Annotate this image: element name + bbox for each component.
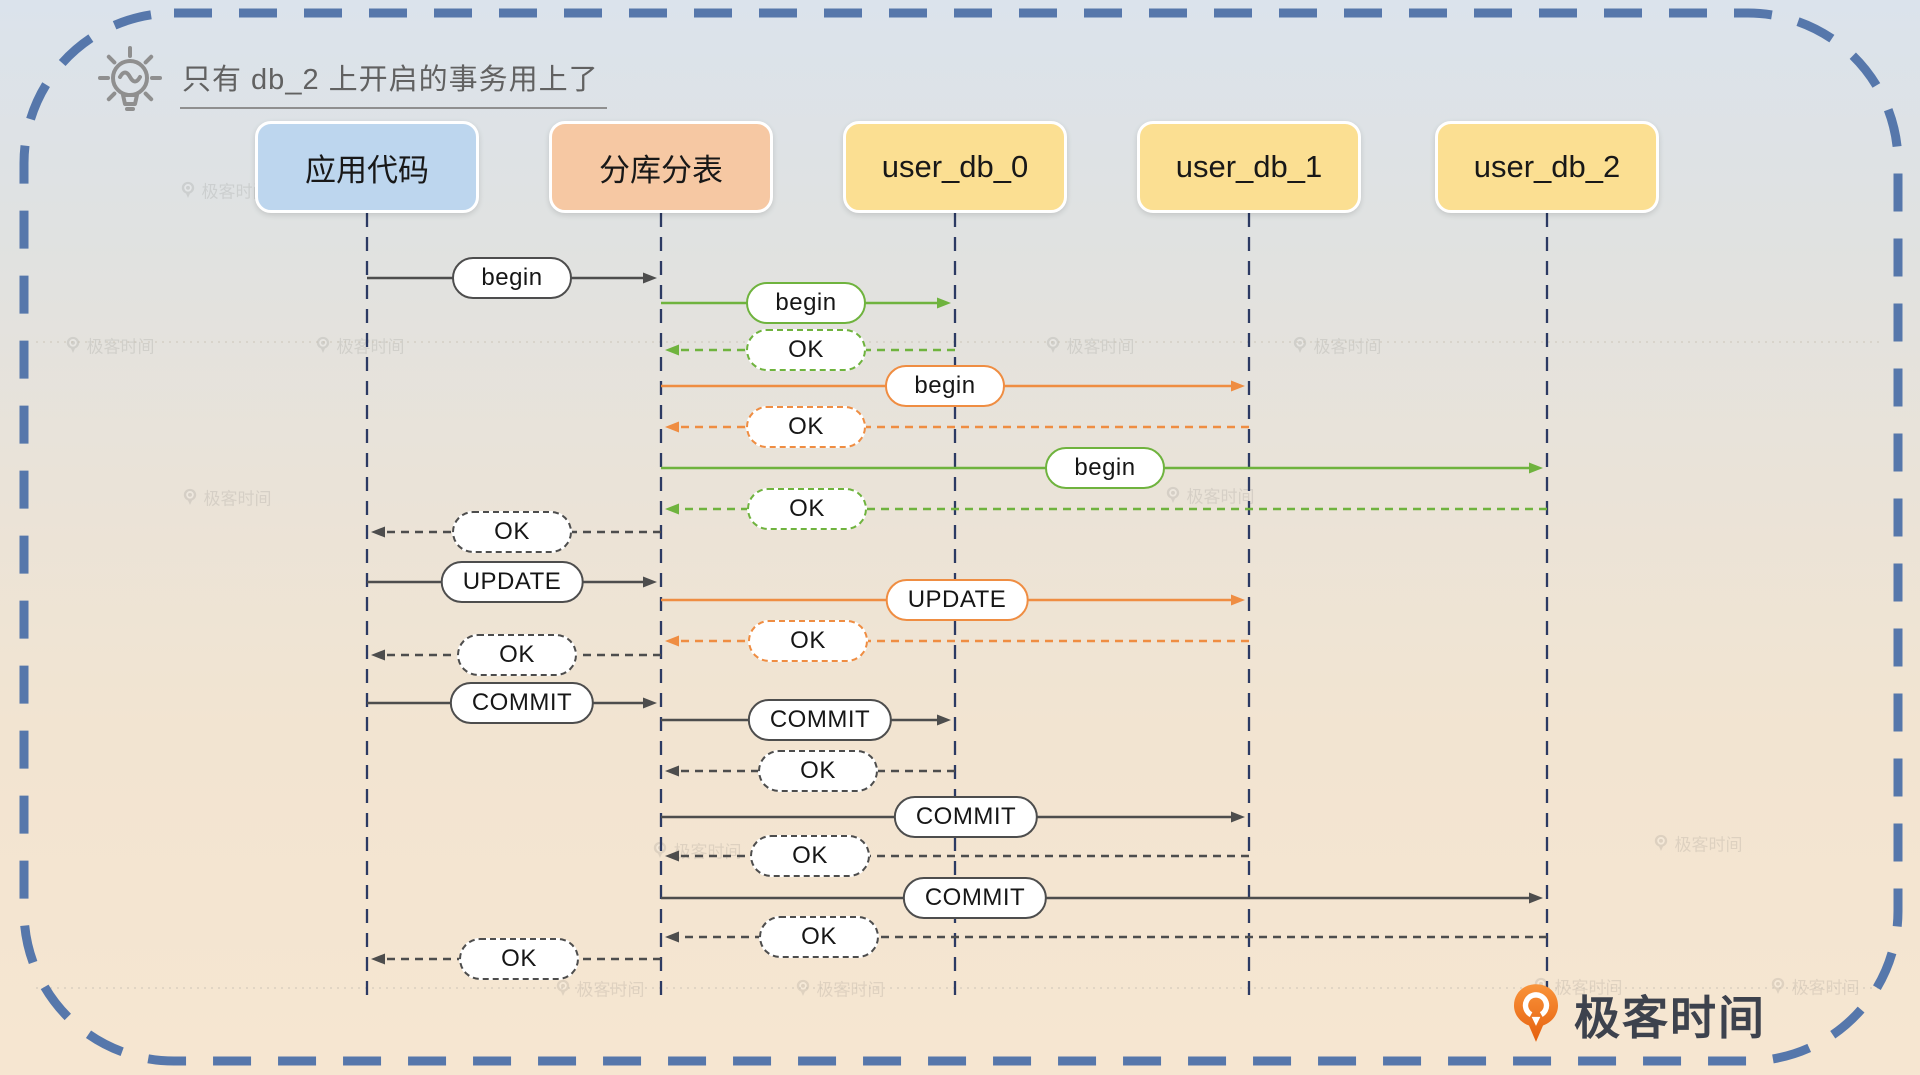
message-label-6-begin: begin (1045, 447, 1165, 489)
participant-box-user-db-0: user_db_0 (843, 121, 1067, 213)
watermark: 极客时间 (1654, 831, 1743, 856)
message-arrow-20-ok (371, 953, 661, 965)
message-arrow-7-ok (665, 503, 1547, 515)
watermark: 极客时间 (181, 178, 270, 203)
message-label-2-begin: begin (746, 282, 866, 324)
message-label-9-update: UPDATE (440, 561, 584, 603)
watermark-pin-icon (1771, 977, 1785, 994)
message-label-13-commit: COMMIT (449, 682, 595, 724)
message-label-10-update: UPDATE (885, 579, 1029, 621)
geektime-logo-text: 极客时间 (1574, 992, 1766, 1044)
message-label-19-ok: OK (759, 916, 879, 958)
participant-box-user-db-1: user_db_1 (1137, 121, 1361, 213)
message-label-18-commit: COMMIT (902, 877, 1048, 919)
title-block: 只有 db_2 上开启的事务用上了 (90, 40, 607, 124)
watermark: 极客时间 (1534, 974, 1623, 999)
dashed-border-frame (19, 8, 1903, 1066)
message-label-14-commit: COMMIT (747, 699, 893, 741)
watermark: 极客时间 (66, 333, 155, 358)
message-arrow-12-ok (371, 649, 661, 661)
message-label-15-ok: OK (758, 750, 878, 792)
message-arrow-15-ok (665, 765, 955, 777)
lightbulb-icon (98, 46, 162, 111)
watermark-pin-icon (66, 336, 80, 353)
watermark: 极客时间 (796, 976, 885, 1001)
page-title: 只有 db_2 上开启的事务用上了 (180, 40, 607, 109)
participant-box-app-code: 应用代码 (255, 121, 479, 213)
participant-box-sharding: 分库分表 (549, 121, 773, 213)
watermark-pin-icon (1166, 486, 1180, 503)
watermark-pin-icon (316, 336, 330, 353)
message-label-12-ok: OK (457, 634, 577, 676)
message-label-20-ok: OK (459, 938, 579, 980)
message-arrow-18-commit (661, 892, 1543, 904)
message-arrow-8-ok (371, 526, 661, 538)
watermark: 极客时间 (1046, 333, 1135, 358)
message-label-1-begin: begin (452, 257, 572, 299)
participant-box-user-db-2: user_db_2 (1435, 121, 1659, 213)
message-label-4-begin: begin (885, 365, 1005, 407)
watermark: 极客时间 (1293, 333, 1382, 358)
message-label-11-ok: OK (748, 620, 868, 662)
geektime-logo-pin-icon (1513, 984, 1559, 1042)
message-label-8-ok: OK (452, 511, 572, 553)
watermark-pin-icon (181, 181, 195, 198)
geektime-logo: 极客时间 (1510, 982, 1766, 1048)
watermark: 极客时间 (1771, 974, 1860, 999)
message-arrow-3-ok (665, 344, 955, 356)
message-label-3-ok: OK (746, 329, 866, 371)
watermark: 极客时间 (1166, 483, 1255, 508)
watermark-pin-icon (1046, 336, 1060, 353)
message-arrow-19-ok (665, 931, 1547, 943)
watermark-pin-icon (183, 488, 197, 505)
message-label-7-ok: OK (747, 488, 867, 530)
watermark: 极客时间 (183, 485, 272, 510)
message-label-17-ok: OK (750, 835, 870, 877)
watermark-pin-icon (1654, 834, 1668, 851)
watermark-pin-icon (796, 979, 810, 996)
message-label-5-ok: OK (746, 406, 866, 448)
message-label-16-commit: COMMIT (893, 796, 1039, 838)
